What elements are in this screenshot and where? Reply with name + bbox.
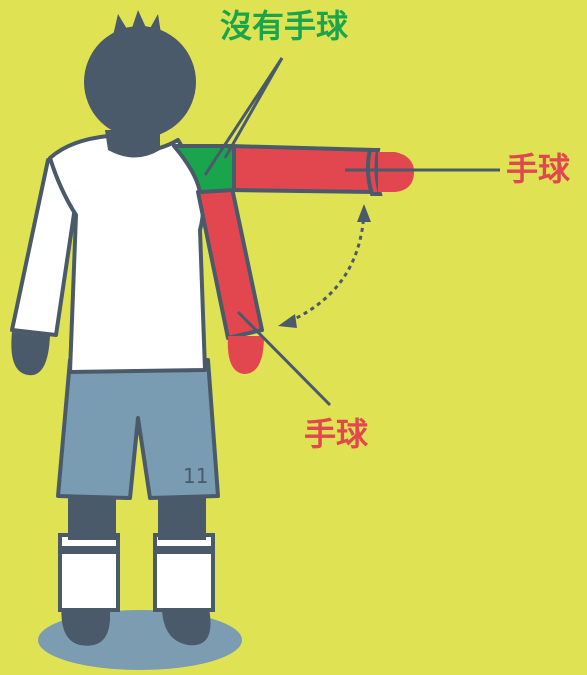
label-handball-lower: 手球 bbox=[304, 418, 368, 450]
shirt bbox=[50, 136, 205, 372]
raised-hand bbox=[378, 152, 414, 192]
lowered-hand bbox=[228, 336, 264, 374]
arrowhead-up bbox=[357, 204, 371, 222]
motion-arrow bbox=[288, 212, 364, 322]
label-handball-upper: 手球 bbox=[506, 153, 570, 185]
right-sock-band bbox=[157, 546, 211, 554]
arrowhead-left bbox=[278, 314, 297, 328]
head bbox=[84, 26, 196, 138]
left-sock-band bbox=[62, 546, 116, 554]
shirt-number: 11 bbox=[183, 466, 208, 486]
label-no-handball: 沒有手球 bbox=[220, 10, 348, 42]
pointer-line-top-b bbox=[225, 58, 282, 158]
lowered-arm bbox=[198, 188, 262, 338]
left-hand bbox=[11, 332, 50, 375]
hair-tuft bbox=[112, 10, 162, 40]
